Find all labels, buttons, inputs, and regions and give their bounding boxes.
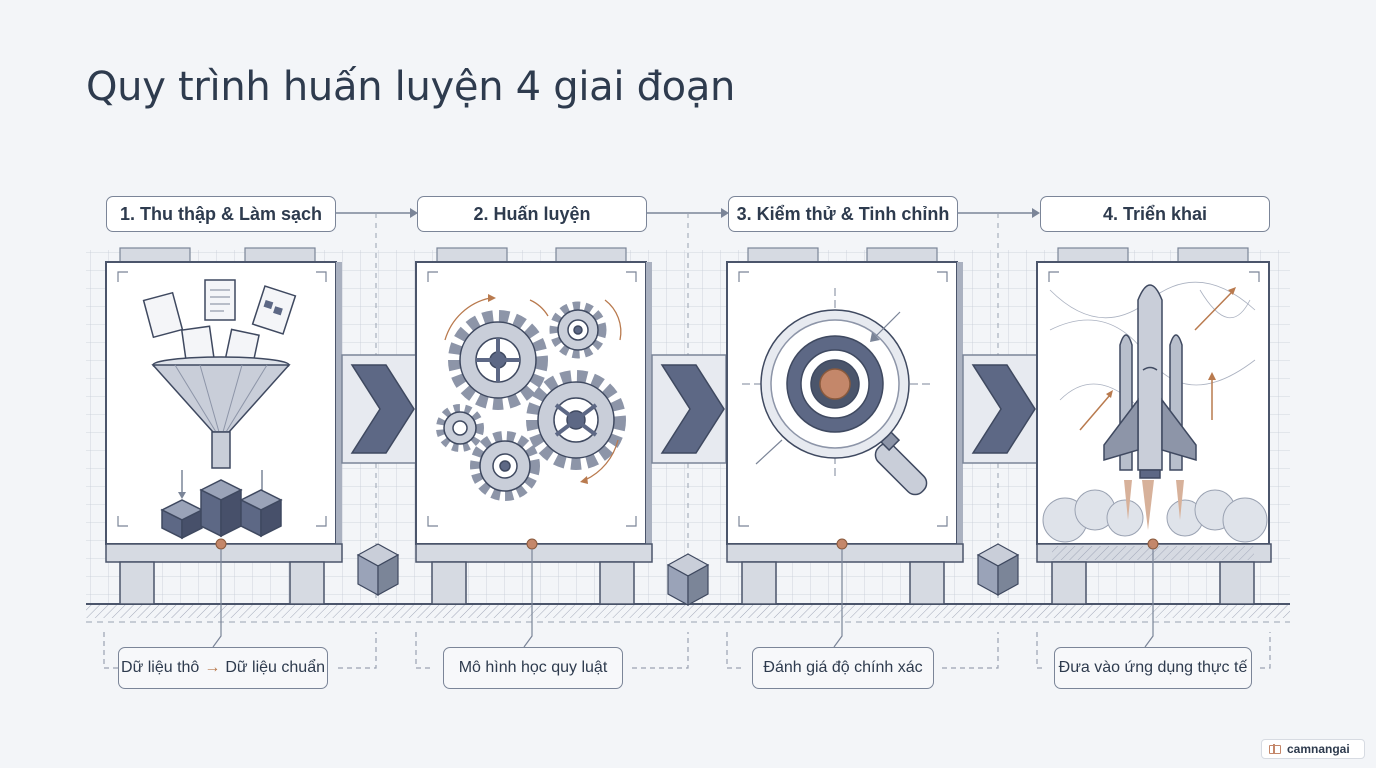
stage-caption-2: Mô hình học quy luật: [443, 647, 623, 689]
caption-from: Dữ liệu thô: [121, 659, 200, 676]
stage-label-4: 4. Triển khai: [1040, 196, 1270, 232]
page-title: Quy trình huấn luyện 4 giai đoạn: [86, 64, 736, 110]
caption-connectors: [103, 549, 1271, 669]
magnifier-target-icon: [742, 288, 932, 496]
cube-marker-icon-3: [976, 543, 1020, 597]
stage-label-1: 1. Thu thập & Làm sạch: [106, 196, 336, 232]
cube-marker-icon-1: [356, 543, 400, 597]
caption-to: Dữ liệu chuẩn: [225, 659, 325, 676]
book-icon: [1269, 744, 1281, 754]
stage-label-3: 3. Kiểm thử & Tinh chỉnh: [728, 196, 958, 232]
stage-caption-3: Đánh giá độ chính xác: [752, 647, 934, 689]
ground-line: [86, 603, 1290, 623]
chevron-arrow-icon-3: [962, 354, 1038, 464]
gears-icon: [436, 294, 626, 501]
stage-caption-4: Đưa vào ứng dụng thực tế: [1054, 647, 1252, 689]
caption-arrow-icon: →: [204, 659, 221, 676]
watermark-text: camnangai: [1287, 742, 1350, 756]
stage-label-2: 2. Huấn luyện: [417, 196, 647, 232]
cube-marker-icon-2: [666, 553, 710, 607]
chevron-arrow-icon-1: [341, 354, 417, 464]
watermark: camnangai: [1261, 739, 1365, 759]
data-funnel-icon: [142, 279, 297, 540]
stage-caption-1: Dữ liệu thô → Dữ liệu chuẩn: [118, 647, 328, 689]
chevron-arrow-icon-2: [651, 354, 727, 464]
